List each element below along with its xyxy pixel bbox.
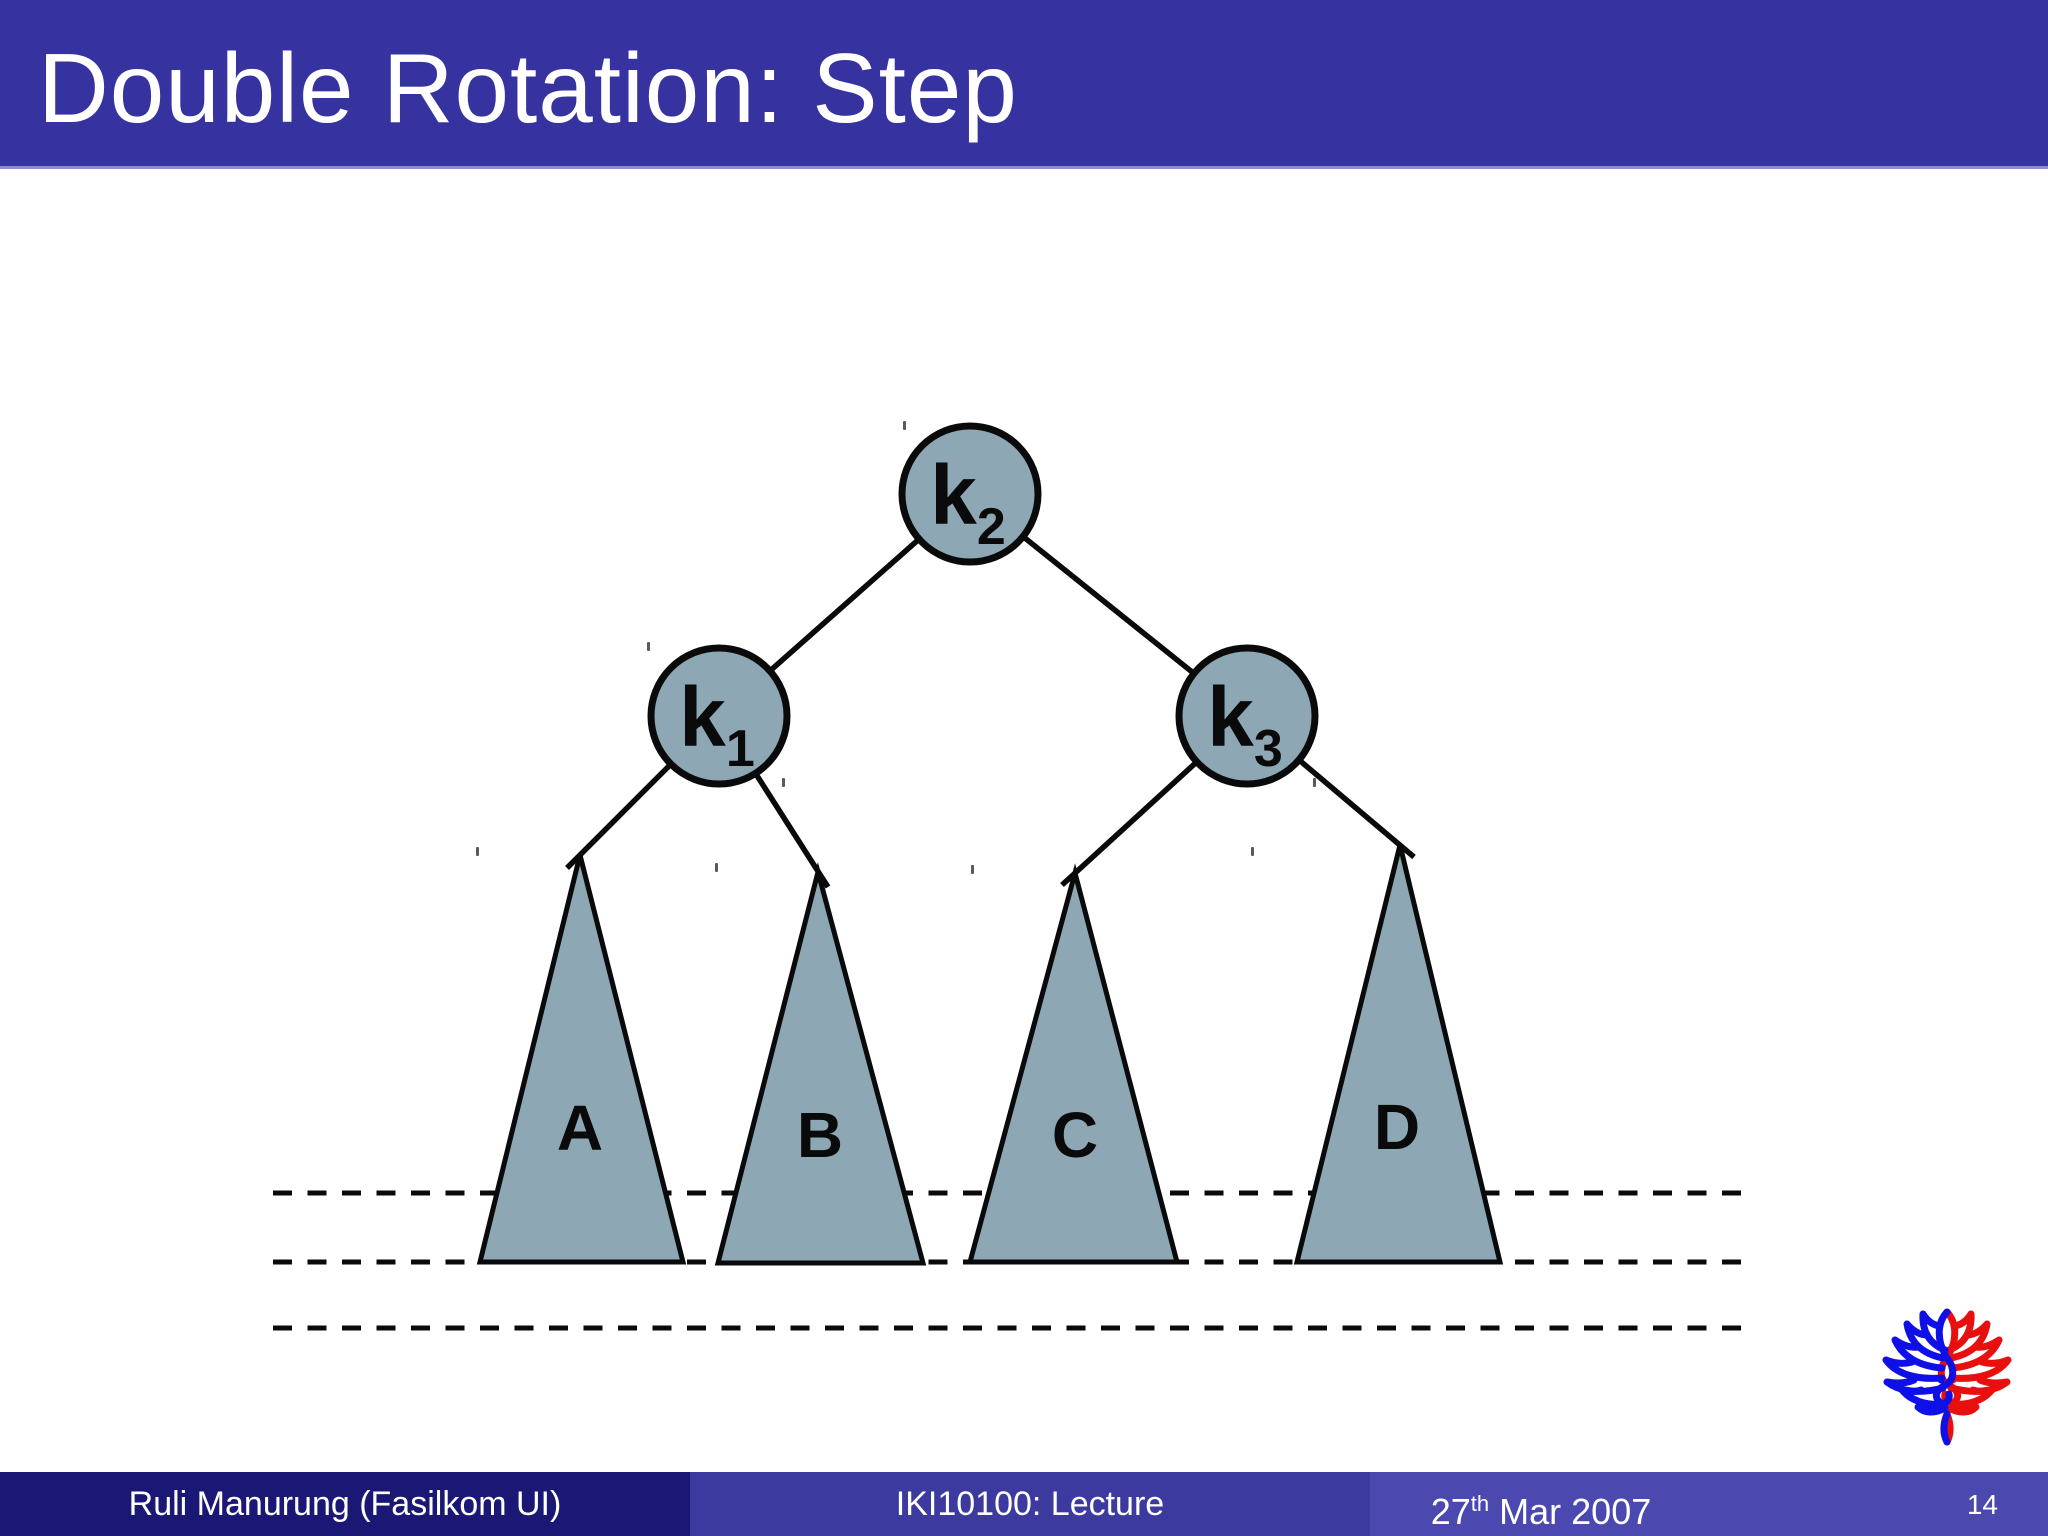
node-k2-circle [898, 422, 1042, 566]
node-k3-subscript: 3 [1254, 720, 1283, 778]
node-k2-subscript: 2 [977, 498, 1006, 556]
node-k1-key: k [679, 670, 726, 764]
footer-date-day: 27 [1430, 1491, 1471, 1532]
footer-date-text: 27th Mar 2007 [1370, 1472, 1712, 1536]
node-k3-key: k [1207, 670, 1254, 764]
slide-title: Double Rotation: Step [38, 33, 1018, 143]
footer-author-text: Ruli Manurung (Fasilkom UI) [128, 1485, 562, 1523]
node-k2-label: k2 [930, 448, 1006, 556]
subtree-c-label: C [1052, 1099, 1098, 1171]
node-k3-circle [1175, 644, 1319, 788]
tree-nodes [647, 422, 1319, 788]
subtree-a-triangle [476, 854, 687, 1265]
stray-tick-marks [476, 421, 1316, 874]
footer-date-ordinal-suffix: th [1470, 1491, 1490, 1516]
subtree-a-label: A [557, 1092, 603, 1164]
subtree-d-label: D [1374, 1091, 1420, 1163]
node-k2-key: k [930, 448, 977, 542]
title-bar: Double Rotation: Step [0, 0, 2048, 169]
node-k3-label: k3 [1207, 670, 1283, 778]
footer-date-month-year: Mar 2007 [1489, 1491, 1652, 1532]
universitas-indonesia-logo [1882, 1308, 2012, 1446]
footer-course-segment: IKI10100: Lecture [690, 1472, 1370, 1536]
footer-date-segment: 27th Mar 2007 14 [1370, 1472, 2048, 1536]
footer-course-text: IKI10100: Lecture [895, 1485, 1165, 1523]
node-k1-circle [647, 644, 791, 788]
page-number: 14 [1966, 1489, 1998, 1520]
footer-bar: Ruli Manurung (Fasilkom UI) IKI10100: Le… [0, 1472, 2048, 1536]
subtree-b-triangle [714, 862, 927, 1266]
subtree-c-triangle [966, 863, 1181, 1265]
node-k1-subscript: 1 [726, 720, 755, 778]
subtree-b-label: B [797, 1099, 843, 1171]
node-k1-label: k1 [679, 670, 755, 778]
subtree-d-triangle [1293, 844, 1504, 1265]
subtree-labels: A B C D [557, 1091, 1420, 1171]
footer-author-segment: Ruli Manurung (Fasilkom UI) [0, 1472, 690, 1536]
subtree-triangles [476, 844, 1504, 1266]
logo-blue-half [1882, 1308, 1957, 1446]
